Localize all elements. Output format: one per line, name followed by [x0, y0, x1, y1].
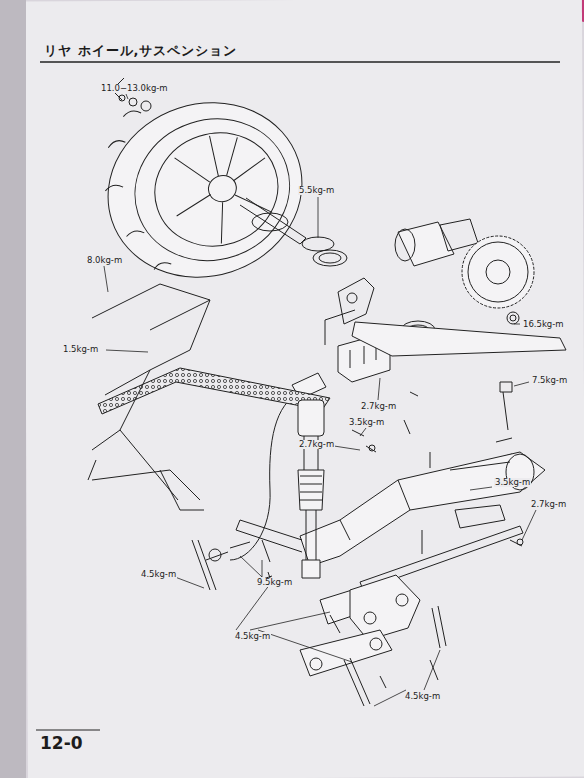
torque-value: 2.7kg-m [298, 440, 335, 449]
torque-value: 8.0kg-m [86, 256, 123, 265]
torque-value: 7.5kg-m [531, 376, 568, 385]
page-number: 12-0 [40, 734, 83, 753]
torque-value: 4.5kg-m [404, 692, 441, 701]
torque-value: 4.5kg-m [234, 632, 271, 641]
torque-value: 3.5kg-m [348, 418, 385, 427]
torque-value: 2.7kg-m [530, 500, 567, 509]
torque-value: 9.5kg-m [256, 578, 293, 587]
torque-value: 4.5kg-m [140, 570, 177, 579]
torque-value: 16.5kg-m [522, 320, 565, 329]
torque-value: 3.5kg-m [494, 478, 531, 487]
torque-value: 2.7kg-m [360, 402, 397, 411]
section-title: リヤ ホイール,サスペンション [44, 44, 237, 58]
torque-value: 11.0−13.0kg-m [100, 84, 169, 93]
torque-value: 5.5kg-m [298, 186, 335, 195]
torque-value: 1.5kg-m [62, 345, 99, 354]
